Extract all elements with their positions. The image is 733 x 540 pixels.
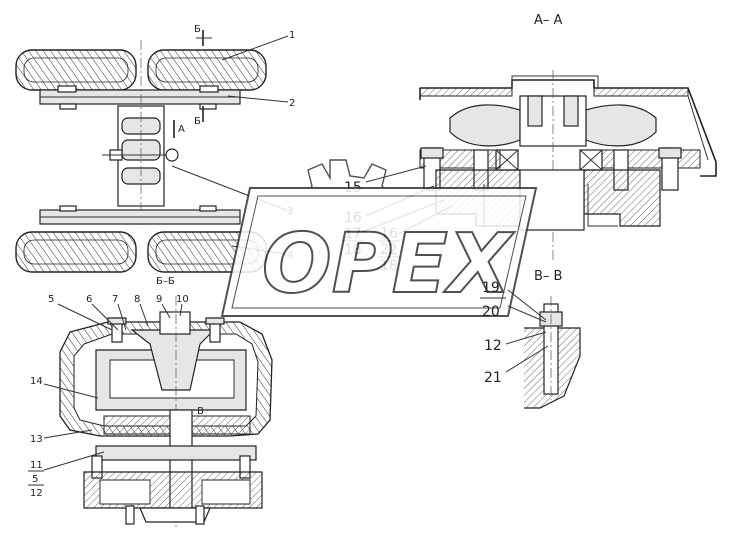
callout-20: 20 (482, 304, 500, 320)
section-bb-title: B– B (534, 269, 562, 284)
callout-stack-11-5-12: 11 5 12 (28, 460, 44, 499)
callout-1: 1 (289, 30, 295, 41)
section-aa-title: A– A (534, 13, 563, 28)
callout-21: 21 (484, 370, 502, 386)
callout-11: 11 (30, 460, 43, 471)
callout-9: 9 (156, 294, 162, 305)
watermark-logo: OPEX (220, 159, 538, 317)
wheel-upper-left (15, 49, 137, 91)
cut-b-top-label: Б (194, 24, 201, 35)
cut-b-bottom-label: Б (194, 116, 201, 127)
callout-12-bb: 12 (484, 338, 502, 354)
callout-7: 7 (112, 294, 118, 305)
callout-14: 14 (30, 376, 43, 387)
callout-8: 8 (134, 294, 140, 305)
section-vv-view: Б–Б В 5 6 (28, 276, 273, 530)
callout-19: 19 (482, 280, 500, 296)
wheel-lower-left (15, 231, 137, 273)
callout-6: 6 (86, 294, 92, 305)
callout-2: 2 (289, 98, 295, 109)
callout-12-vv: 12 (30, 488, 43, 499)
cut-v-label: В (197, 406, 204, 417)
wheel-upper-right (147, 49, 267, 91)
watermark-text: OPEX (262, 217, 515, 312)
callout-13: 13 (30, 434, 43, 445)
bogie-plan-view: Б Б А 1 2 3 4 (15, 24, 295, 273)
cut-a-label: А (178, 124, 185, 135)
callout-5: 5 (48, 294, 54, 305)
callout-5-b: 5 (32, 474, 38, 485)
section-vv-title: Б–Б (156, 276, 175, 287)
callout-10: 10 (176, 294, 189, 305)
section-bb-view: B– B 19 20 12 21 (480, 269, 581, 409)
